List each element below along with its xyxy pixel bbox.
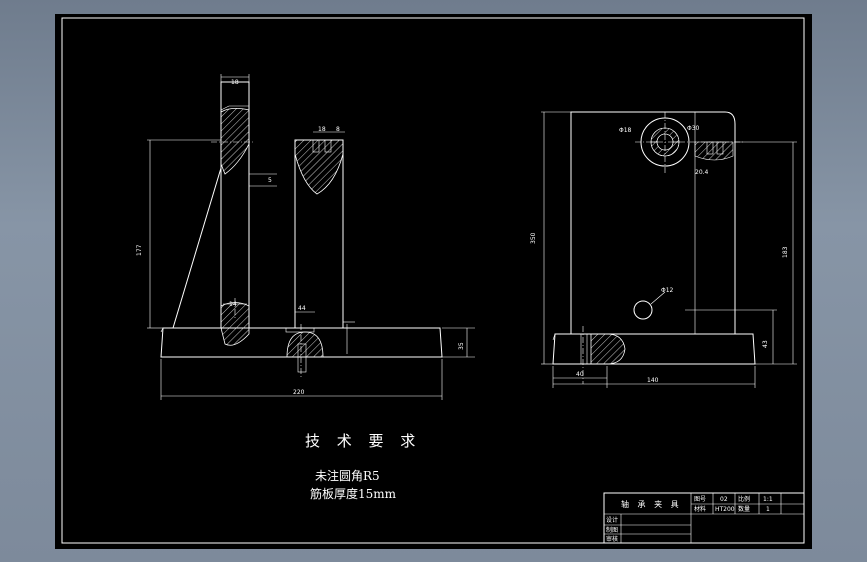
svg-text:审核: 审核 — [606, 535, 618, 543]
technical-notes: 技 术 要 求 未注圆角R5 筋板厚度15mm — [305, 432, 421, 501]
svg-text:44: 44 — [298, 305, 306, 312]
front-rib-line — [172, 167, 222, 329]
svg-text:43: 43 — [762, 340, 769, 348]
svg-text:材料: 材料 — [694, 505, 706, 513]
svg-text:14: 14 — [229, 301, 237, 308]
svg-text:40: 40 — [576, 371, 584, 378]
svg-text:350: 350 — [530, 232, 537, 244]
notes-line-2: 筋板厚度15mm — [310, 486, 397, 501]
svg-text:8: 8 — [336, 126, 340, 133]
svg-text:5: 5 — [268, 177, 272, 184]
svg-text:1:1: 1:1 — [763, 496, 773, 503]
front-view: 18 177 5 18 8 14 44 35 220 — [136, 74, 475, 400]
svg-text:Φ18: Φ18 — [619, 127, 632, 134]
svg-text:1: 1 — [766, 506, 770, 513]
svg-text:制图: 制图 — [606, 526, 618, 534]
side-view: Φ18 Φ30 20.4 Φ12 350 183 43 40 140 — [530, 111, 797, 388]
svg-text:20.4: 20.4 — [695, 169, 709, 176]
notes-line-1: 未注圆角R5 — [315, 468, 380, 483]
drawing-viewport[interactable]: 18 177 5 18 8 14 44 35 220 — [55, 14, 812, 549]
svg-text:数量: 数量 — [738, 505, 750, 513]
svg-text:图号: 图号 — [694, 496, 706, 503]
notes-heading: 技 术 要 求 — [305, 432, 421, 450]
drawing-border — [61, 17, 805, 544]
svg-text:02: 02 — [720, 496, 728, 503]
svg-text:比例: 比例 — [738, 495, 750, 503]
svg-text:177: 177 — [136, 244, 143, 256]
part-name: 轴 承 夹 具 — [621, 499, 682, 509]
cad-drawing: 18 177 5 18 8 14 44 35 220 — [61, 17, 805, 544]
svg-text:220: 220 — [293, 389, 305, 396]
title-block: 轴 承 夹 具 图号 02 比例 1:1 材料 HT200 数量 1 设计 制图… — [603, 492, 805, 544]
svg-text:Φ12: Φ12 — [661, 287, 674, 294]
svg-text:35: 35 — [458, 342, 465, 350]
svg-text:140: 140 — [647, 377, 659, 384]
svg-text:HT200: HT200 — [715, 506, 735, 513]
svg-text:Φ30: Φ30 — [687, 125, 700, 132]
svg-text:设计: 设计 — [606, 516, 618, 524]
side-upright — [570, 111, 736, 335]
svg-text:183: 183 — [782, 246, 789, 258]
svg-text:18: 18 — [231, 79, 239, 86]
svg-text:18: 18 — [318, 126, 326, 133]
